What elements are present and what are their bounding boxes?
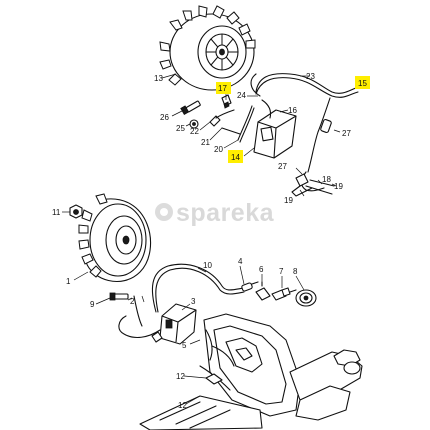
label-15-highlighted: 15 xyxy=(358,79,367,88)
boot-8 xyxy=(295,289,317,307)
flywheel-lower xyxy=(78,193,152,282)
label-7: 7 xyxy=(279,267,284,276)
label-3: 3 xyxy=(191,297,196,306)
clip-17 xyxy=(221,94,232,109)
connector-4 xyxy=(241,281,259,292)
highlighted-labels: 17 15 14 xyxy=(216,76,370,163)
ignition-module-upper xyxy=(250,73,297,159)
label-19-left: 19 xyxy=(284,196,293,205)
label-14-highlighted: 14 xyxy=(231,153,240,162)
label-13: 13 xyxy=(154,74,163,83)
ignition-module-lower xyxy=(118,295,197,345)
connector-18-19 xyxy=(295,173,335,195)
label-8: 8 xyxy=(293,267,298,276)
label-12-lower: 12 xyxy=(178,401,187,410)
label-22: 22 xyxy=(190,127,199,136)
label-2: 2 xyxy=(130,297,135,306)
screw-26 xyxy=(180,100,201,116)
engine-housing xyxy=(139,313,363,430)
label-19-right: 19 xyxy=(334,182,343,191)
leader-lines xyxy=(62,73,341,405)
label-11: 11 xyxy=(52,208,61,217)
part-22 xyxy=(209,109,235,127)
spark-plug-7 xyxy=(271,287,297,301)
label-12-upper: 12 xyxy=(176,372,185,381)
highlight-box-14 xyxy=(228,150,243,163)
label-5: 5 xyxy=(182,341,187,350)
connector-27-upper xyxy=(320,119,332,133)
label-24: 24 xyxy=(237,91,246,100)
label-27-lower: 27 xyxy=(278,162,287,171)
label-9: 9 xyxy=(90,300,95,309)
label-1: 1 xyxy=(66,277,71,286)
watermark-text: spareka xyxy=(176,199,275,227)
label-18: 18 xyxy=(322,175,331,184)
wire-27 xyxy=(307,97,331,173)
label-26: 26 xyxy=(160,113,169,122)
nut-11 xyxy=(69,204,83,219)
highlight-box-15 xyxy=(355,76,370,89)
label-17-highlighted: 17 xyxy=(218,84,227,93)
part-21 xyxy=(221,127,241,135)
wire-10 xyxy=(151,263,245,313)
label-21: 21 xyxy=(201,138,210,147)
cable-20 xyxy=(237,105,255,143)
watermark: spareka xyxy=(155,199,275,227)
screw-9 xyxy=(109,292,129,301)
spark-plug-connector-6 xyxy=(255,281,271,301)
label-20: 20 xyxy=(214,145,223,154)
label-16: 16 xyxy=(288,106,297,115)
flywheel-upper xyxy=(159,5,256,91)
part-labels: 13 23 24 16 26 25 22 21 20 27 27 18 19 1… xyxy=(52,72,351,410)
label-4: 4 xyxy=(238,257,243,266)
label-6: 6 xyxy=(259,265,264,274)
wire-23 xyxy=(255,73,357,94)
label-10: 10 xyxy=(203,261,212,270)
label-27-upper: 27 xyxy=(342,129,351,138)
label-23: 23 xyxy=(306,72,315,81)
label-25: 25 xyxy=(176,124,185,133)
highlight-box-17 xyxy=(216,82,231,94)
